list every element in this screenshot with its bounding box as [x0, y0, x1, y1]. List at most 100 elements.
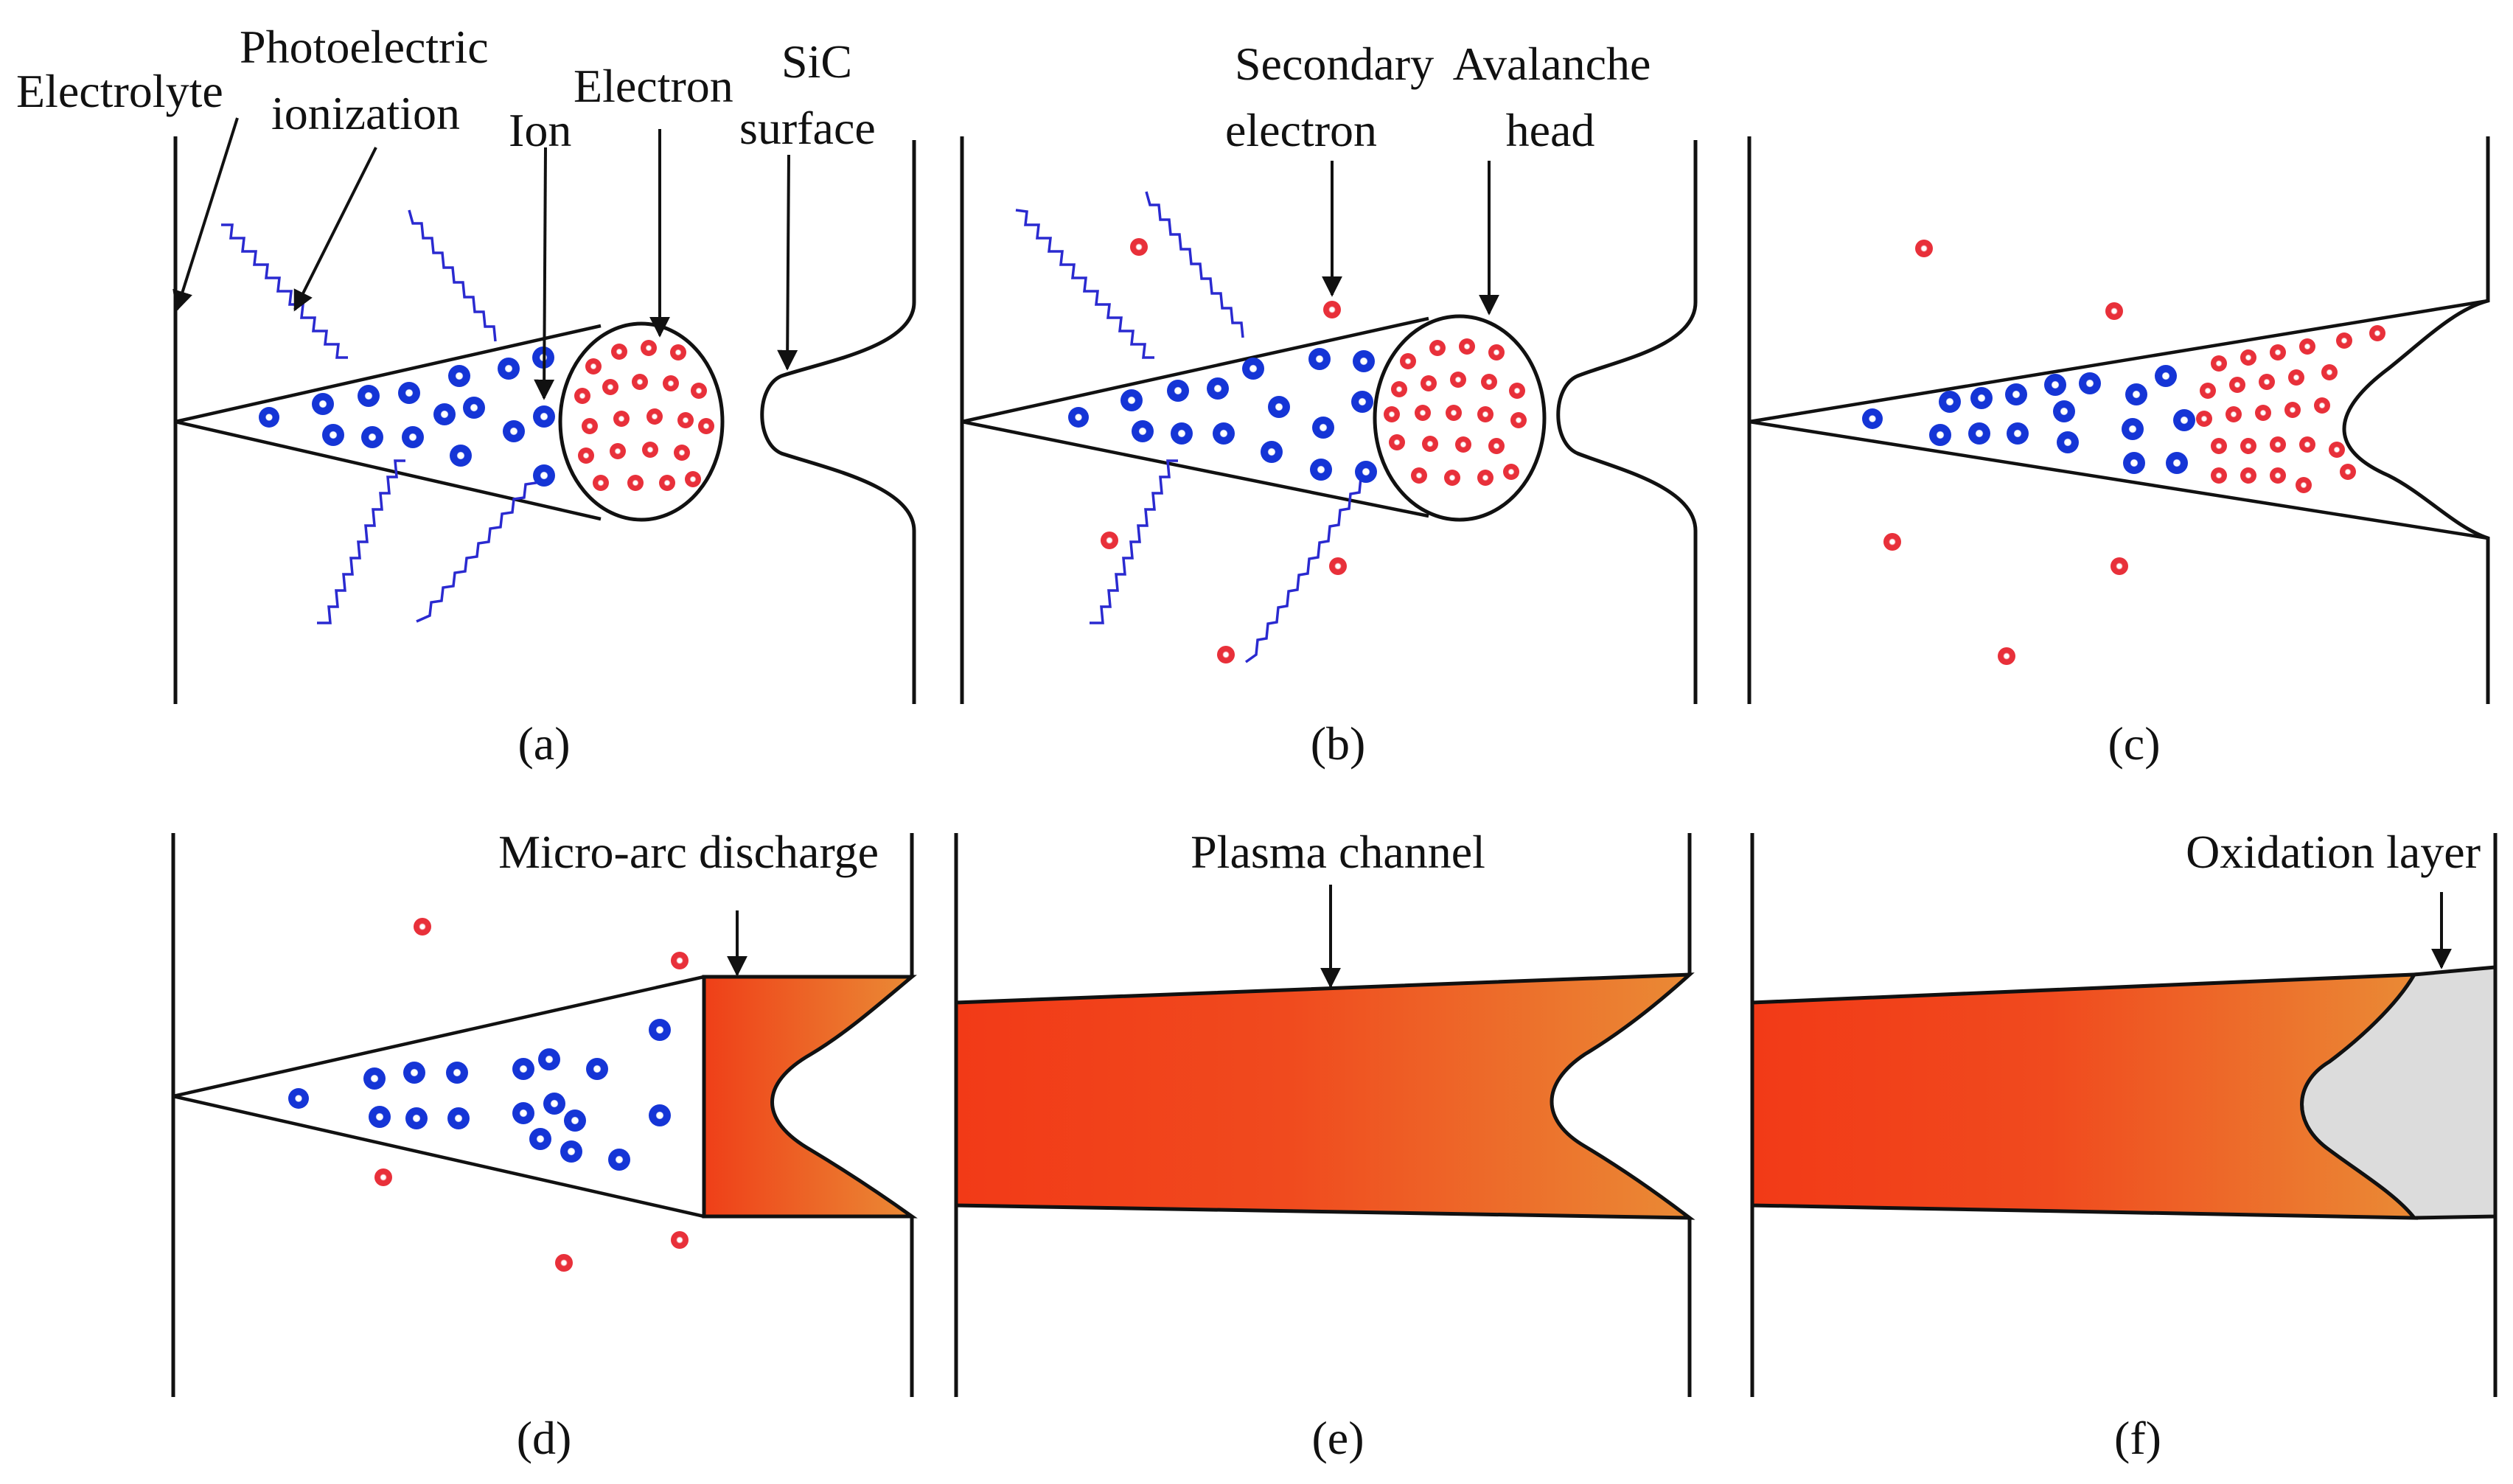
electron — [641, 340, 657, 356]
sic-surface-profile — [2342, 136, 2490, 704]
secondary-electron — [2111, 557, 2128, 575]
secondary-electron — [1915, 240, 1933, 257]
electron-avalanche-head — [558, 321, 725, 522]
ion — [312, 393, 334, 415]
plasma-channel — [1750, 972, 2419, 1220]
ion — [433, 403, 456, 425]
electron — [1389, 434, 1405, 450]
electron — [1384, 406, 1400, 422]
ion — [533, 464, 555, 487]
ionization-wave — [1145, 191, 1244, 338]
sic-surface-arrow — [777, 154, 798, 371]
electron — [1481, 374, 1497, 390]
ionization-wave — [1015, 209, 1154, 359]
secondary-electron — [414, 918, 431, 936]
ion — [2123, 452, 2145, 474]
ionization-wave — [317, 459, 405, 624]
electron — [1509, 383, 1525, 399]
electron — [2240, 467, 2256, 484]
arrows-b — [1322, 161, 1499, 316]
electron — [2255, 405, 2271, 421]
electron — [2369, 325, 2385, 341]
electron — [578, 447, 594, 464]
electron — [2299, 436, 2315, 453]
secondary-electron — [2105, 302, 2123, 320]
electron — [2288, 369, 2304, 386]
avalanche-cone — [172, 975, 705, 1219]
ion — [1355, 461, 1377, 483]
electron — [659, 475, 675, 491]
electron — [2270, 467, 2286, 484]
electron — [2321, 364, 2338, 380]
electron — [2314, 397, 2330, 414]
secondary-electron — [1101, 532, 1118, 549]
electron — [1477, 470, 1493, 486]
secondary-electron — [1329, 557, 1347, 575]
avalanche-cone — [175, 324, 602, 521]
ion — [1929, 424, 1951, 446]
ion — [2079, 372, 2101, 394]
ion — [503, 420, 525, 442]
ion — [1351, 391, 1373, 413]
ion — [2125, 383, 2147, 405]
electron — [2226, 406, 2242, 422]
label-electrolyte: Electrolyte — [16, 65, 223, 117]
ion — [608, 1149, 630, 1171]
ion — [450, 445, 472, 467]
electron — [1415, 405, 1431, 421]
electron — [1411, 467, 1427, 484]
ion — [463, 397, 485, 419]
ion — [403, 1062, 425, 1084]
panel-f: Oxidation layer (f) — [1750, 826, 2498, 1464]
electron — [2211, 355, 2227, 372]
ion — [1120, 389, 1143, 411]
ion — [1862, 408, 1883, 429]
secondary-electron — [671, 1231, 689, 1249]
secondary-electrons-b — [1101, 238, 1347, 663]
ionization-wave — [1090, 459, 1178, 624]
electron — [585, 358, 602, 375]
ion — [358, 385, 380, 407]
electron — [2299, 338, 2315, 355]
electrons-b — [1384, 338, 1527, 486]
electron — [2270, 344, 2286, 360]
ion — [538, 1048, 560, 1070]
electron — [1455, 436, 1471, 453]
electron — [2229, 377, 2245, 393]
ion — [2053, 400, 2075, 422]
ion — [1970, 387, 1993, 409]
electron — [1422, 436, 1438, 452]
ion — [2173, 409, 2195, 431]
electrolyte-arrow — [172, 117, 239, 312]
photoelectric-arrow — [293, 147, 377, 312]
electron — [593, 475, 609, 491]
caption-c: (c) — [2108, 717, 2160, 770]
ion — [405, 1107, 428, 1129]
ionization-waves — [1015, 191, 1362, 663]
caption-d: (d) — [517, 1412, 572, 1464]
ion — [446, 1062, 468, 1084]
electron — [663, 375, 679, 391]
electron — [1421, 375, 1437, 391]
secondary-electron — [1323, 301, 1341, 318]
ion — [543, 1093, 565, 1115]
electron — [1488, 438, 1505, 454]
sic-surface-profile — [1556, 140, 1698, 704]
ion — [447, 1107, 470, 1129]
ion — [1968, 422, 1990, 445]
label-secondary-line2: electron — [1225, 104, 1377, 156]
ion — [529, 1128, 551, 1150]
electron — [1391, 381, 1407, 397]
ion — [2044, 374, 2066, 396]
ion — [649, 1019, 671, 1041]
label-micro-arc: Micro-arc discharge — [498, 826, 879, 878]
panel-d: Micro-arc discharge (d) — [171, 826, 918, 1464]
ion — [1261, 441, 1283, 463]
label-sic-line1: SiC — [781, 35, 852, 88]
ion — [398, 382, 420, 404]
panel-c: (c) — [1747, 136, 2490, 770]
electron — [2240, 349, 2256, 366]
electron — [1400, 353, 1416, 369]
electron — [2340, 464, 2356, 480]
electron — [1510, 412, 1527, 428]
